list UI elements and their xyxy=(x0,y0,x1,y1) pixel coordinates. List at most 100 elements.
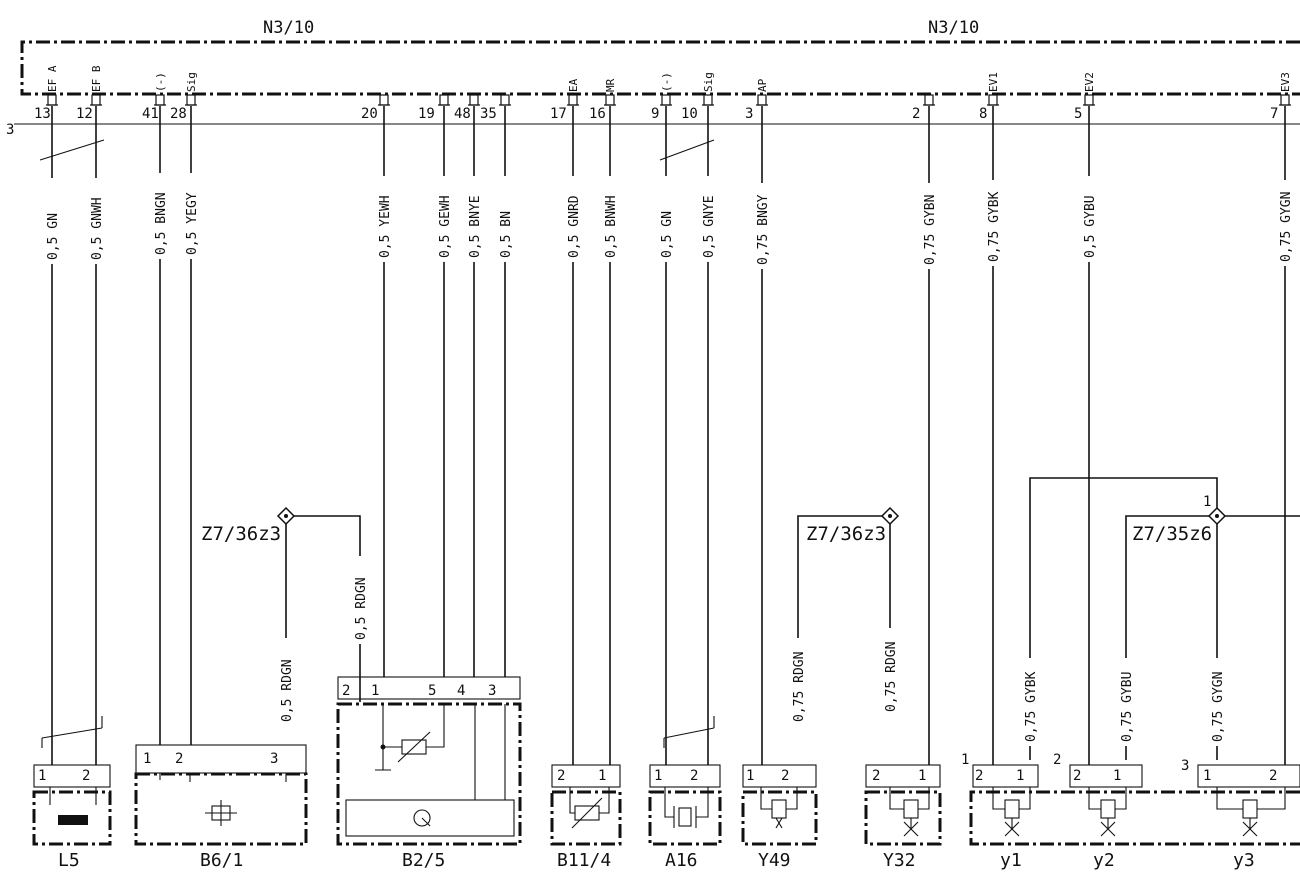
wire-label-backdrop-9 xyxy=(658,176,674,262)
wire-label-pin-17: 0,5 GNRD xyxy=(567,195,582,258)
b25-sensor-symbol xyxy=(413,809,431,827)
lower-wire-label-0-5-rdgn-1: 0,5 RDGN xyxy=(354,577,369,640)
y49-valve-icon xyxy=(760,787,798,829)
pin-signal-sig: Sig xyxy=(702,72,715,92)
pin-signal-ef-b: EF B xyxy=(90,65,103,92)
splice-node-left-dot xyxy=(284,514,288,518)
pin-signal-ea: EA xyxy=(567,78,580,92)
wire-label-backdrop-17 xyxy=(565,176,581,262)
wire-label-pin-28: 0,5 YEGY xyxy=(185,192,200,255)
connector-block-b61 xyxy=(135,744,307,774)
connector-block-y2 xyxy=(1069,764,1143,788)
control-unit-outline xyxy=(20,40,1300,96)
wire-label-backdrop-8 xyxy=(985,180,1001,266)
component-label-y3: y3 xyxy=(1233,850,1255,871)
pin-number-3: 3 xyxy=(745,106,753,122)
pin-signal-sig: Sig xyxy=(185,72,198,92)
wire-label-backdrop-10 xyxy=(700,176,716,262)
pin-16-terminal xyxy=(605,94,615,106)
splice-wire-right-top xyxy=(1029,477,1218,760)
component-label-y2: y2 xyxy=(1093,850,1115,871)
lower-wire-backdrop-6 xyxy=(1209,658,1225,746)
pin-number-12: 12 xyxy=(76,106,93,122)
wire-label-pin-10: 0,5 GNYE xyxy=(702,195,717,258)
pin-number-41: 41 xyxy=(142,106,159,122)
pin-9-group: 9(-) xyxy=(651,72,673,122)
pin-signal-ev3: EV3 xyxy=(1279,72,1292,92)
pin-20-terminal xyxy=(379,94,389,106)
shield-line-a16-bottom xyxy=(663,727,715,739)
component-label-b25: B2/5 xyxy=(402,850,445,871)
a16-knock-sensor-icon xyxy=(678,807,692,827)
wire-label-backdrop-41 xyxy=(152,173,168,259)
b25-pin-5: 5 xyxy=(428,683,436,699)
connector-block-y32 xyxy=(865,764,941,788)
component-label-y32: Y32 xyxy=(883,850,916,871)
housing-y32 xyxy=(864,790,942,846)
connector-block-b114 xyxy=(551,764,621,788)
splice-right-pin-number: 1 xyxy=(1203,494,1211,510)
ground-bus-label: 3 xyxy=(6,122,14,138)
pin-3-group: 3AP xyxy=(745,78,769,122)
housing-b25 xyxy=(336,702,522,846)
b25-pin-1: 1 xyxy=(371,683,379,699)
pin-2-group: 2 xyxy=(912,94,935,122)
l5-coil-icon xyxy=(58,815,88,825)
pin-signal-ap: AP xyxy=(756,78,769,92)
y1-pin-2: 2 xyxy=(975,768,983,784)
lower-wire-backdrop-5 xyxy=(1118,658,1134,746)
lower-wire-label-0-75-gygn-6: 0,75 GYGN xyxy=(1211,672,1226,742)
component-label-a16: A16 xyxy=(665,850,698,871)
b61-leads xyxy=(159,773,287,782)
pin-19-group: 19 xyxy=(418,94,450,122)
housing-b61 xyxy=(134,772,308,846)
wire-label-backdrop-7 xyxy=(1277,180,1293,266)
shield-line-l5-top xyxy=(39,139,105,161)
component-label-y49: Y49 xyxy=(758,850,791,871)
pin-10-terminal xyxy=(703,94,713,106)
b25-lower-compartment xyxy=(345,799,515,837)
wire-label-backdrop-3 xyxy=(754,183,770,269)
pin-13-terminal xyxy=(47,94,57,106)
splice-label-left: Z7/36z3 xyxy=(201,523,281,545)
connector-block-l5 xyxy=(33,764,111,788)
y32-pin-1: 1 xyxy=(918,768,926,784)
wire-label-pin-2: 0,75 GYBN xyxy=(923,195,938,265)
pin-signal-ev2: EV2 xyxy=(1083,72,1096,92)
b25-pin-3: 3 xyxy=(488,683,496,699)
pin-number-16: 16 xyxy=(589,106,606,122)
splice-node-right-dot xyxy=(1215,514,1219,518)
pin-number-48: 48 xyxy=(454,106,471,122)
control-unit-label-left: N3/10 xyxy=(263,18,314,38)
wire-label-pin-7: 0,75 GYGN xyxy=(1279,192,1294,262)
connector-block-a16 xyxy=(649,764,721,788)
pin-number-2: 2 xyxy=(912,106,920,122)
wire-label-backdrop-12 xyxy=(88,178,104,264)
pin-41-group: 41 (-) xyxy=(142,72,167,122)
wire-label-pin-9: 0,5 GN xyxy=(660,211,675,258)
b25-pin-4: 4 xyxy=(457,683,465,699)
b25-resistor-arrow xyxy=(397,731,431,763)
wire-label-backdrop-5 xyxy=(1081,176,1097,262)
pin-9-terminal xyxy=(661,94,671,106)
connector-block-y1 xyxy=(972,764,1039,788)
b25-junction-dot xyxy=(380,744,386,750)
wire-label-pin-20: 0,5 YEWH xyxy=(378,195,393,258)
pin-5-terminal xyxy=(1084,94,1094,106)
pin-number-8: 8 xyxy=(979,106,987,122)
pin-number-13: 13 xyxy=(34,106,51,122)
component-label-y1: y1 xyxy=(1000,850,1022,871)
splice-label-right: Z7/35z6 xyxy=(1132,523,1212,545)
pin-2-terminal xyxy=(924,94,934,106)
pin-signal-: (-) xyxy=(154,72,167,92)
